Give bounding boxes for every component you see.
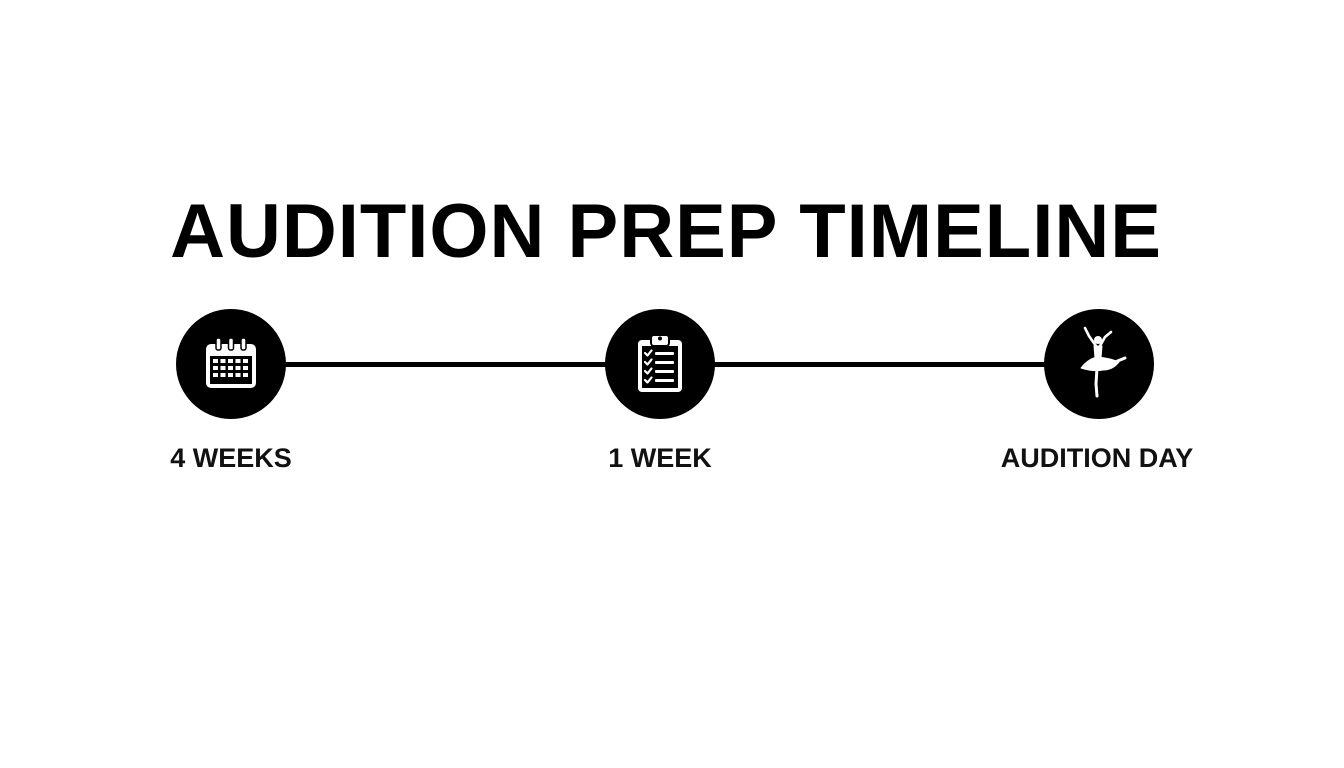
timeline-connector [700,362,1060,367]
milestone-node-audition-day [1044,309,1154,419]
calendar-icon [206,337,256,388]
milestone-label: 1 WEEK [608,443,712,473]
timeline-title: AUDITION PREP TIMELINE [170,189,1162,274]
timeline-connector [270,362,620,367]
milestone-node-4-weeks [176,309,286,419]
milestone-label: AUDITION DAY [1000,443,1194,473]
ballerina-icon [1080,326,1127,398]
clipboard-checklist-icon [638,334,682,392]
milestone-label: 4 WEEKS [170,443,292,473]
milestone-node-1-week [605,309,715,419]
